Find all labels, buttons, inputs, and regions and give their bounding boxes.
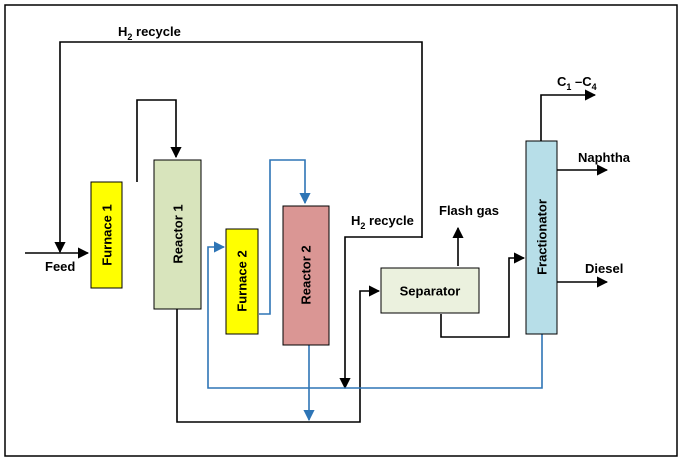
separator-label: Separator xyxy=(400,284,461,299)
furnace-2-box xyxy=(225,228,259,335)
reactor-2-box xyxy=(282,205,330,346)
reactor1-outlet-line xyxy=(176,285,381,423)
feed-label: Feed xyxy=(45,259,75,274)
c1c4-line xyxy=(540,89,597,141)
reactor-1-label: Reactor 1 xyxy=(171,204,186,263)
h2-recycle-top-label: H2 recycle xyxy=(118,24,181,42)
h2-recycle-mid-line xyxy=(339,236,422,390)
diagram-frame xyxy=(4,4,678,457)
separator: Separator xyxy=(380,267,480,314)
fractionator-box xyxy=(525,140,558,335)
separator-to-fractionator-line xyxy=(440,252,526,338)
h2-recycle-top-line xyxy=(54,41,423,254)
furnace-1-box xyxy=(90,181,123,289)
reactor-1-box xyxy=(153,159,202,310)
furnace2-to-reactor2-line xyxy=(259,159,311,315)
furnace-2: Furnace 2 xyxy=(225,228,259,335)
c1c4-label: C1 –C4 xyxy=(557,74,597,92)
naphtha-label: Naphtha xyxy=(578,150,631,165)
flash-gas-label: Flash gas xyxy=(439,203,499,218)
reactor-1: Reactor 1 xyxy=(153,159,202,310)
furnace-2-label: Furnace 2 xyxy=(235,250,250,311)
fractionator-label: Fractionator xyxy=(535,199,550,275)
reactor-2-label: Reactor 2 xyxy=(299,245,314,304)
fractionator: Fractionator xyxy=(525,140,558,335)
reactor-2: Reactor 2 xyxy=(282,205,330,346)
separator-box xyxy=(380,267,480,314)
fractionator-bottoms-recycle-line xyxy=(207,241,543,389)
diesel-label: Diesel xyxy=(585,261,623,276)
h2-recycle-mid-label: H2 recycle xyxy=(351,213,414,231)
furnace-1-label: Furnace 1 xyxy=(100,204,115,265)
furnace-1: Furnace 1 xyxy=(90,181,123,289)
furnace1-to-reactor1-line xyxy=(136,99,182,182)
